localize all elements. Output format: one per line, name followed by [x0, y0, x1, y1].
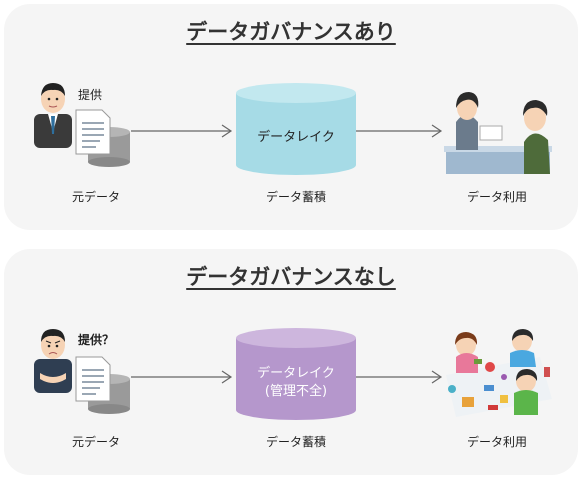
- data-use-label: データ利用: [466, 190, 527, 204]
- lake-label: データレイク: [257, 130, 335, 145]
- data-store-label: データ蓄積: [265, 190, 326, 204]
- arrow-to-use: [356, 370, 443, 384]
- worried-person-icon: [34, 329, 72, 393]
- document-icon: [75, 356, 111, 402]
- arrow-to-lake: [131, 370, 233, 384]
- lake-sublabel: (管理不全): [264, 384, 328, 399]
- document-icon: [75, 109, 111, 155]
- messy-kids-illustration: [446, 329, 552, 417]
- provide-label: 提供: [78, 88, 103, 102]
- data-store-label: データ蓄積: [265, 435, 326, 449]
- panel-without-governance: データガバナンスなし: [4, 249, 578, 475]
- flow-diagram: [34, 83, 552, 175]
- source-data-label: 元データ: [71, 190, 120, 204]
- arrow-to-use: [356, 124, 443, 138]
- lake-label: データレイク: [257, 366, 335, 381]
- consultation-illustration: [444, 92, 552, 174]
- flow-diagram: [34, 328, 552, 420]
- panel-with-governance: データガバナンスあり: [4, 4, 578, 230]
- provide-question-label: 提供？: [78, 333, 115, 347]
- data-lake-cylinder: [236, 83, 356, 175]
- data-lake-cylinder: [236, 328, 356, 420]
- panel-title: データガバナンスあり: [186, 20, 396, 44]
- panel-title: データガバナンスなし: [186, 265, 396, 289]
- businessman-icon: [34, 83, 72, 148]
- data-use-label: データ利用: [466, 435, 527, 449]
- source-data-label: 元データ: [71, 435, 120, 449]
- arrow-to-lake: [131, 124, 233, 138]
